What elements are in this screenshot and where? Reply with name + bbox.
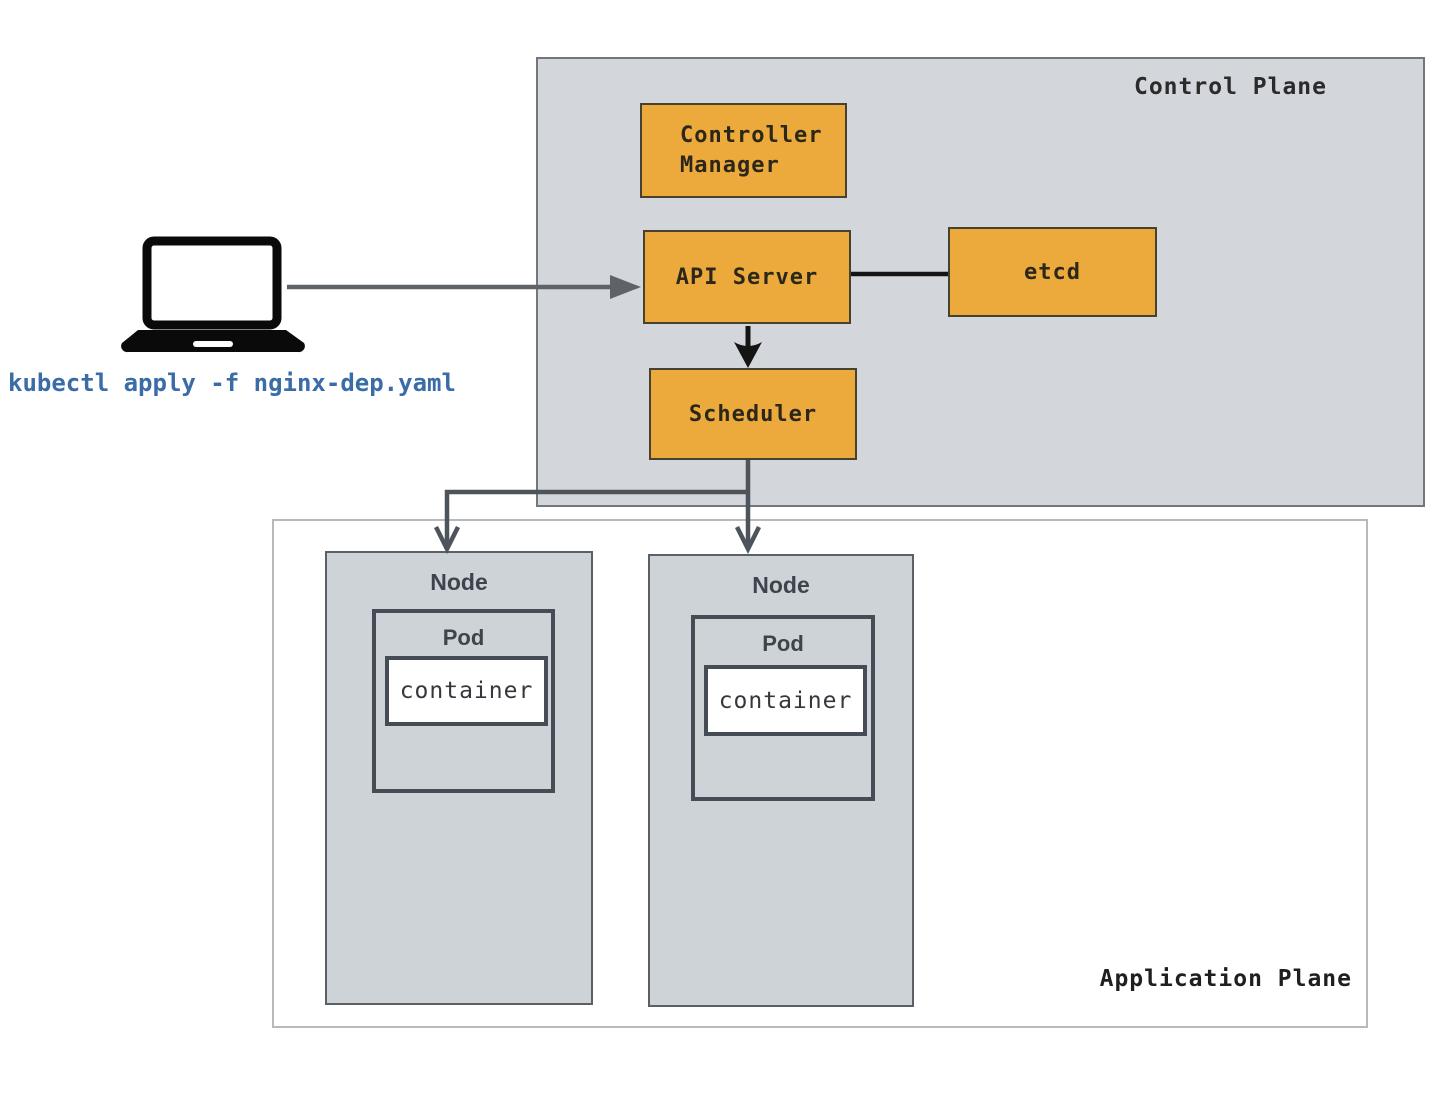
node-1-label: Node (430, 569, 488, 595)
laptop-icon (118, 231, 308, 353)
container-2-box: container (704, 665, 867, 736)
pod-2-label: Pod (762, 631, 804, 656)
scheduler-box: Scheduler (649, 368, 857, 460)
pod-2-box: Pod container (691, 615, 875, 801)
pod-1-label: Pod (442, 625, 485, 650)
application-plane-title: Application Plane (1099, 966, 1352, 992)
api-server-box: API Server (643, 230, 851, 324)
kubectl-command-text: kubectl apply -f nginx-dep.yaml (8, 369, 456, 397)
node-1-box: Node Pod container (325, 551, 593, 1005)
container-1-box: container (385, 656, 548, 726)
controller-manager-box: Controller Manager (640, 103, 847, 198)
pod-1-box: Pod container (372, 609, 555, 793)
control-plane-title: Control Plane (1133, 74, 1327, 100)
etcd-box: etcd (948, 227, 1157, 317)
node-2-label: Node (752, 572, 810, 598)
node-2-box: Node Pod container (648, 554, 914, 1007)
